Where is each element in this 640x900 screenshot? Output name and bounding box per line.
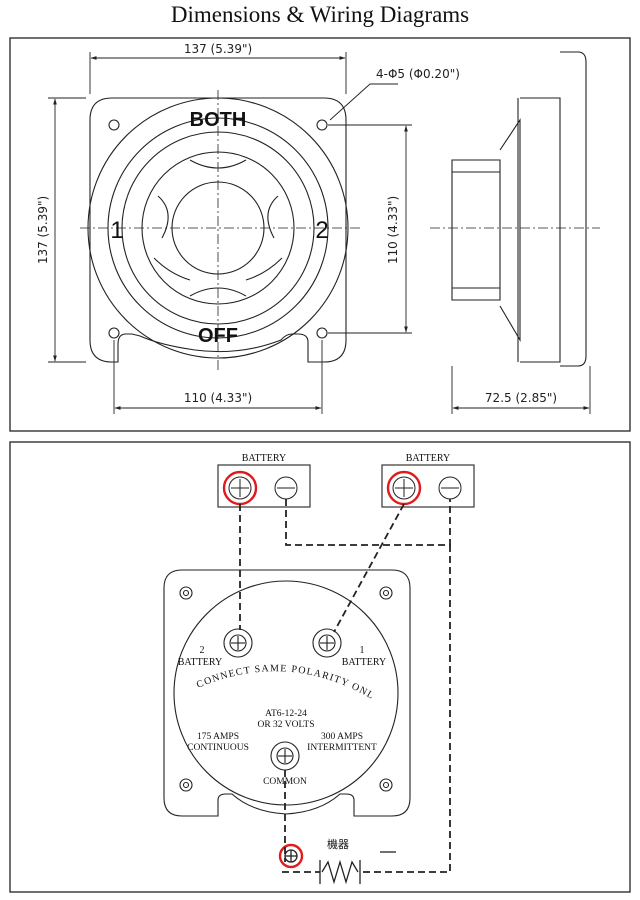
battery-right-label: BATTERY [406,453,450,464]
amps-right-line-2: INTERMITTENT [307,743,377,753]
dim-hole-spec: 4-Φ5 (Φ0.20") [376,67,460,81]
switch-body [163,569,411,817]
voltage-line-1: AT6-12-24 [265,709,307,719]
dim-bottom-spacing: 110 (4.33") [184,391,252,405]
terminal-2-number: 2 [200,645,205,656]
terminal-1-label: BATTERY [342,657,386,668]
wiring-lines [239,499,451,873]
dim-depth: 72.5 (2.85") [485,391,557,405]
position-off-label: OFF [198,325,238,347]
terminal-1-number: 1 [360,645,365,656]
dimension-lines [48,52,591,414]
load-label: 機器 [327,837,349,851]
dim-right-height: 110 (4.33") [386,196,400,264]
dim-top-width: 137 (5.39") [184,42,252,56]
dim-left-height: 137 (5.39") [36,196,50,264]
battery-left-label: BATTERY [242,453,286,464]
position-1-label: 1 [110,217,123,244]
terminal-2-label: BATTERY [178,657,222,668]
amps-right-line-1: 300 AMPS [321,732,363,742]
position-2-label: 2 [315,217,328,244]
amps-left-line-1: 175 AMPS [197,732,239,742]
amps-left-line-2: CONTINUOUS [187,743,249,753]
polarity-note: CONNECT SAME POLARITY ONLY [0,0,376,702]
voltage-line-2: OR 32 VOLTS [257,720,314,730]
side-view [451,51,587,367]
dimensions-panel [9,37,631,432]
load-symbol [284,849,396,885]
position-both-label: BOTH [190,109,247,131]
battery-left [217,464,311,508]
wiring-panel [9,441,631,893]
center-lines [80,90,600,372]
page-title: Dimensions & Wiring Diagrams [170,2,470,27]
common-label: COMMON [263,777,307,787]
